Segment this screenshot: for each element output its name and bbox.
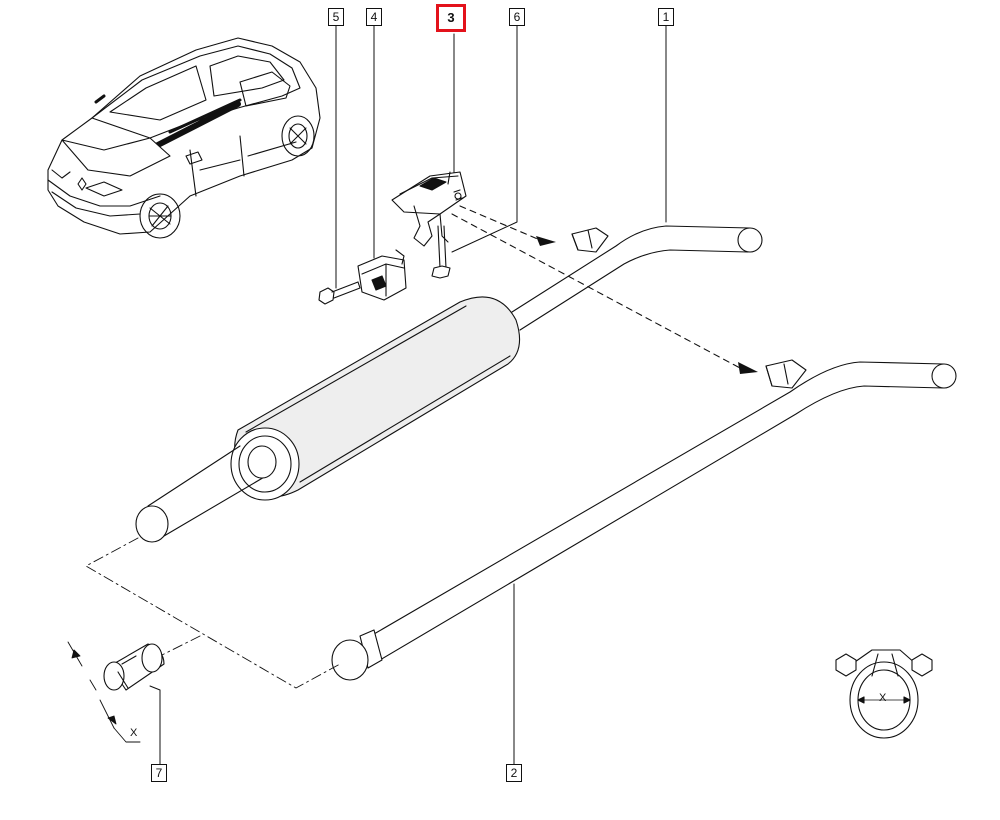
callout-7[interactable]: 7 [151,764,167,782]
callout-5[interactable]: 5 [328,8,344,26]
assembly-arrows [451,205,741,369]
long-bolt [431,225,451,279]
clamp-dimension-label: X [879,692,887,704]
callout-1[interactable]: 1 [658,8,674,26]
clamp-detail [835,649,933,739]
sleeve-dimension-label: X [130,727,138,739]
mounting-bracket [357,249,407,301]
callout-4[interactable]: 4 [366,8,382,26]
exhaust-hanger-assembly [391,171,467,247]
rear-pipe [331,359,957,681]
front-pipe-with-silencer [135,225,763,543]
connection-lines [85,537,341,689]
car-illustration [47,37,321,239]
bolt-part [318,281,361,305]
callout-3-selected[interactable]: 3 [436,4,466,32]
callout-2[interactable]: 2 [506,764,522,782]
callout-6[interactable]: 6 [509,8,525,26]
pipe-sleeve [103,643,165,691]
leader-lines [149,25,667,765]
sleeve-dimension [67,641,141,743]
